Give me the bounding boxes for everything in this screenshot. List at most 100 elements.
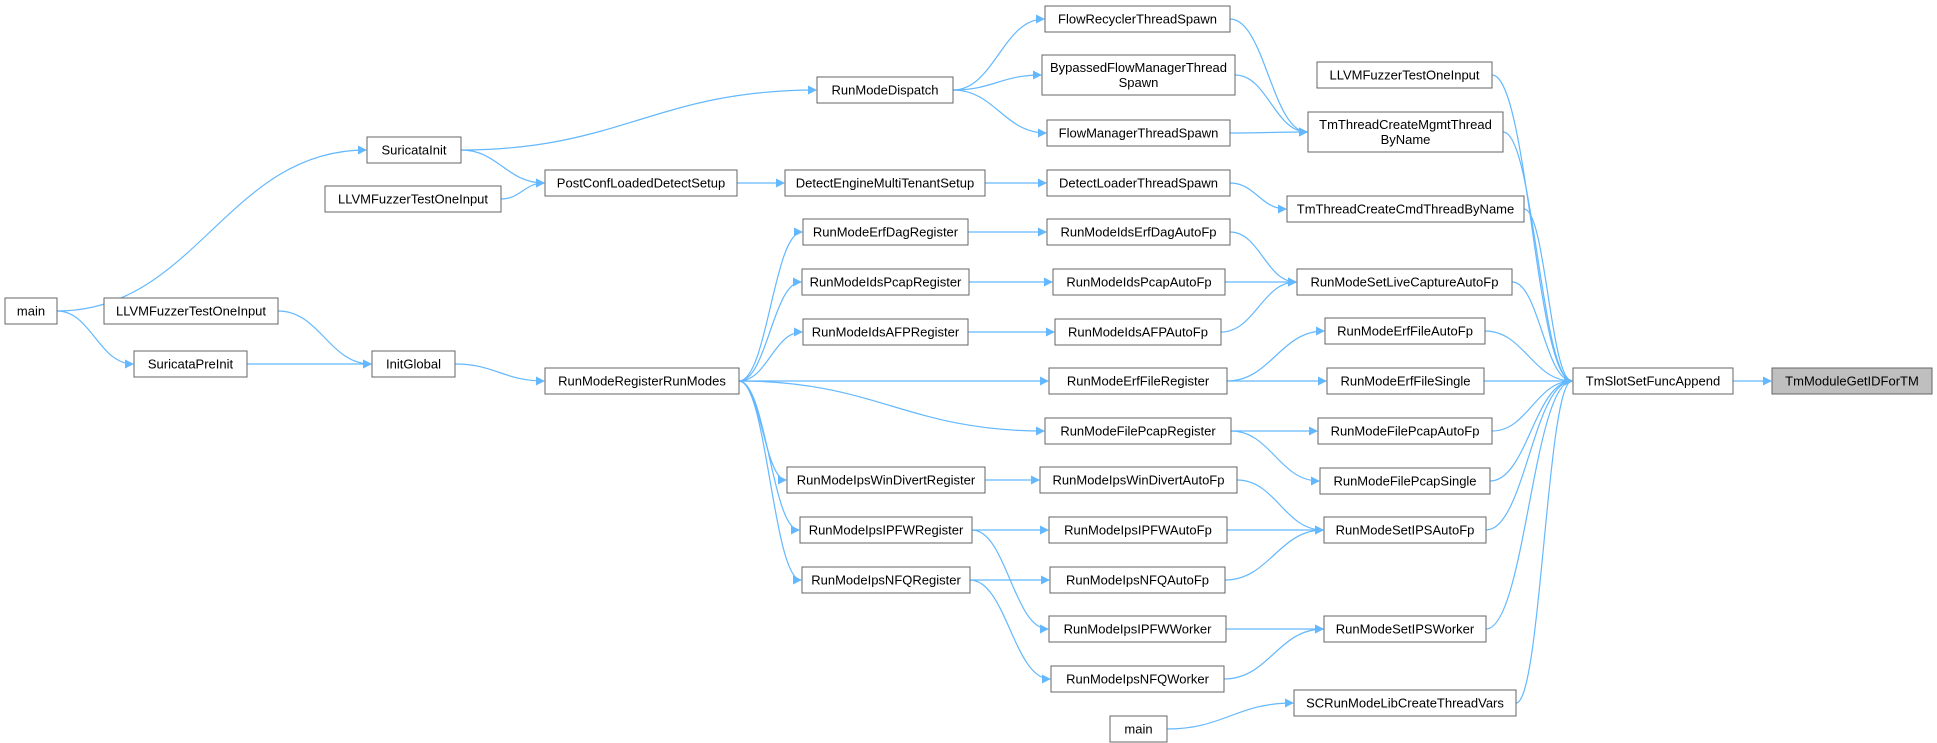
node-label: PostConfLoadedDetectSetup — [557, 176, 725, 191]
node-box — [784, 169, 986, 197]
edge-run-mode-dispatch-to-flow-recycler-thread-spawn — [952, 14, 1045, 91]
node-sc-run-mode-lib-create-thread-vars[interactable]: SCRunModeLibCreateThreadVars — [1293, 689, 1517, 717]
node-run-mode-set-ips-worker[interactable]: RunModeSetIPSWorker — [1323, 615, 1487, 643]
node-box — [1293, 689, 1517, 717]
node-label: RunModeIpsNFQRegister — [811, 573, 961, 588]
node-llvm-fuzzer-test-one-input-a[interactable]: LLVMFuzzerTestOneInput — [1316, 61, 1493, 89]
edge-run-mode-erf-file-register-to-run-mode-erf-file-auto-fp — [1226, 326, 1325, 382]
node-suricata-init[interactable]: SuricataInit — [366, 136, 462, 164]
node-box — [1307, 111, 1504, 153]
node-tm-thread-create-cmd-thread-by-name[interactable]: TmThreadCreateCmdThreadByName — [1286, 195, 1525, 223]
edge-flow-manager-thread-spawn-to-tm-thread-create-mgmt-thread-by-name — [1229, 127, 1308, 137]
node-label: RunModeErfFileAutoFp — [1337, 324, 1473, 339]
edge-sc-run-mode-lib-create-thread-vars-to-tm-slot-set-func-append — [1515, 376, 1573, 704]
node-label: RunModeIpsIPFWAutoFp — [1064, 523, 1212, 538]
node-run-mode-ids-pcap-auto-fp[interactable]: RunModeIdsPcapAutoFp — [1052, 268, 1226, 296]
node-box — [1323, 516, 1487, 544]
node-box — [1572, 367, 1734, 395]
node-label: RunModeRegisterRunModes — [558, 374, 726, 389]
node-run-mode-ips-ipfw-worker[interactable]: RunModeIpsIPFWWorker — [1048, 615, 1227, 643]
node-box — [133, 350, 248, 378]
node-box — [324, 185, 502, 213]
node-label: Spawn — [1119, 75, 1159, 90]
node-box — [1296, 268, 1513, 296]
node-box — [1046, 218, 1231, 246]
node-main-a[interactable]: main — [4, 297, 58, 325]
node-box — [1109, 715, 1168, 743]
node-llvm-fuzzer-test-one-input-b[interactable]: LLVMFuzzerTestOneInput — [324, 185, 502, 213]
node-tm-module-get-id-for-tm[interactable]: TmModuleGetIDForTM — [1771, 367, 1933, 395]
node-tm-slot-set-func-append[interactable]: TmSlotSetFuncAppend — [1572, 367, 1734, 395]
node-box — [1048, 367, 1228, 395]
node-run-mode-file-pcap-single[interactable]: RunModeFilePcapSingle — [1319, 467, 1491, 495]
node-box — [1048, 516, 1228, 544]
node-run-mode-erf-file-register[interactable]: RunModeErfFileRegister — [1048, 367, 1228, 395]
node-run-mode-set-live-capture-auto-fp[interactable]: RunModeSetLiveCaptureAutoFp — [1296, 268, 1513, 296]
node-run-mode-ids-afp-auto-fp[interactable]: RunModeIdsAFPAutoFp — [1054, 318, 1222, 346]
node-label: RunModeIdsAFPAutoFp — [1068, 325, 1208, 340]
edge-bypassed-flow-manager-thread-spawn-to-tm-thread-create-mgmt-thread-by-name — [1234, 74, 1308, 137]
node-box — [801, 268, 970, 296]
node-run-mode-ids-erf-dag-auto-fp[interactable]: RunModeIdsErfDagAutoFp — [1046, 218, 1231, 246]
node-label: LLVMFuzzerTestOneInput — [1329, 68, 1479, 83]
node-run-mode-ips-win-divert-register[interactable]: RunModeIpsWinDivertRegister — [786, 466, 986, 494]
node-suricata-pre-init[interactable]: SuricataPreInit — [133, 350, 248, 378]
edge-run-mode-register-run-modes-to-run-mode-ids-pcap-register — [738, 277, 802, 382]
node-label: RunModeIdsErfDagAutoFp — [1060, 225, 1216, 240]
node-run-mode-set-ips-auto-fp[interactable]: RunModeSetIPSAutoFp — [1323, 516, 1487, 544]
node-box — [371, 350, 456, 378]
edge-run-mode-ips-nfq-auto-fp-to-run-mode-set-ips-auto-fp — [1224, 525, 1324, 581]
node-label: TmThreadCreateCmdThreadByName — [1297, 202, 1514, 217]
node-run-mode-ips-nfq-register[interactable]: RunModeIpsNFQRegister — [801, 566, 971, 594]
node-run-mode-ips-nfq-auto-fp[interactable]: RunModeIpsNFQAutoFp — [1049, 566, 1226, 594]
node-post-conf-loaded-detect-setup[interactable]: PostConfLoadedDetectSetup — [544, 169, 738, 197]
node-run-mode-ips-nfq-worker[interactable]: RunModeIpsNFQWorker — [1050, 665, 1225, 693]
node-label: RunModeIpsNFQWorker — [1066, 672, 1209, 687]
node-box — [1050, 665, 1225, 693]
node-label: SuricataPreInit — [148, 357, 234, 372]
node-label: ByName — [1381, 132, 1431, 147]
node-llvm-fuzzer-test-one-input-c[interactable]: LLVMFuzzerTestOneInput — [103, 297, 279, 325]
node-label: RunModeSetLiveCaptureAutoFp — [1311, 275, 1499, 290]
node-run-mode-file-pcap-auto-fp[interactable]: RunModeFilePcapAutoFp — [1317, 417, 1493, 445]
call-nodes: TmModuleGetIDForTM TmSlotSetFuncAppend LLV… — [4, 5, 1933, 743]
node-label: RunModeDispatch — [832, 83, 939, 98]
edge-run-mode-register-run-modes-to-run-mode-ips-nfq-register — [738, 380, 802, 585]
node-label: TmModuleGetIDForTM — [1785, 374, 1919, 389]
node-box — [799, 516, 973, 544]
node-label: RunModeErfDagRegister — [813, 225, 959, 240]
node-run-mode-erf-file-auto-fp[interactable]: RunModeErfFileAutoFp — [1324, 317, 1486, 345]
node-flow-recycler-thread-spawn[interactable]: FlowRecyclerThreadSpawn — [1044, 5, 1231, 33]
node-label: RunModeIdsPcapAutoFp — [1066, 275, 1211, 290]
node-box — [1044, 5, 1231, 33]
node-run-mode-dispatch[interactable]: RunModeDispatch — [816, 76, 954, 104]
node-label: RunModeIpsNFQAutoFp — [1066, 573, 1209, 588]
node-init-global[interactable]: InitGlobal — [371, 350, 456, 378]
node-run-mode-ips-ipfw-register[interactable]: RunModeIpsIPFWRegister — [799, 516, 973, 544]
node-label: RunModeErfFileSingle — [1340, 374, 1470, 389]
node-run-mode-ips-ipfw-auto-fp[interactable]: RunModeIpsIPFWAutoFp — [1048, 516, 1228, 544]
edge-run-mode-register-run-modes-to-run-mode-erf-dag-register — [738, 227, 803, 382]
node-box — [1049, 566, 1226, 594]
node-flow-manager-thread-spawn[interactable]: FlowManagerThreadSpawn — [1046, 119, 1231, 147]
edge-run-mode-file-pcap-register-to-run-mode-file-pcap-single — [1230, 430, 1320, 486]
node-main-b[interactable]: main — [1109, 715, 1168, 743]
edge-run-mode-ids-afp-auto-fp-to-run-mode-set-live-capture-auto-fp — [1220, 277, 1297, 333]
edge-run-mode-ips-nfq-worker-to-run-mode-set-ips-worker — [1223, 624, 1324, 680]
node-label: FlowManagerThreadSpawn — [1059, 126, 1219, 141]
node-detect-loader-thread-spawn[interactable]: DetectLoaderThreadSpawn — [1046, 169, 1231, 197]
node-run-mode-erf-dag-register[interactable]: RunModeErfDagRegister — [802, 218, 969, 246]
node-run-mode-register-run-modes[interactable]: RunModeRegisterRunModes — [544, 367, 740, 395]
node-run-mode-ips-win-divert-auto-fp[interactable]: RunModeIpsWinDivertAutoFp — [1039, 466, 1238, 494]
edge-llvm-fuzzer-test-one-input-b-to-post-conf-loaded-detect-setup — [500, 178, 545, 200]
node-run-mode-file-pcap-register[interactable]: RunModeFilePcapRegister — [1044, 417, 1232, 445]
node-detect-engine-multi-tenant-setup[interactable]: DetectEngineMultiTenantSetup — [784, 169, 986, 197]
node-run-mode-ids-afp-register[interactable]: RunModeIdsAFPRegister — [802, 318, 969, 346]
node-label: RunModeSetIPSAutoFp — [1336, 523, 1475, 538]
node-label: RunModeIdsAFPRegister — [812, 325, 960, 340]
node-run-mode-erf-file-single[interactable]: RunModeErfFileSingle — [1326, 367, 1485, 395]
node-run-mode-ids-pcap-register[interactable]: RunModeIdsPcapRegister — [801, 268, 970, 296]
